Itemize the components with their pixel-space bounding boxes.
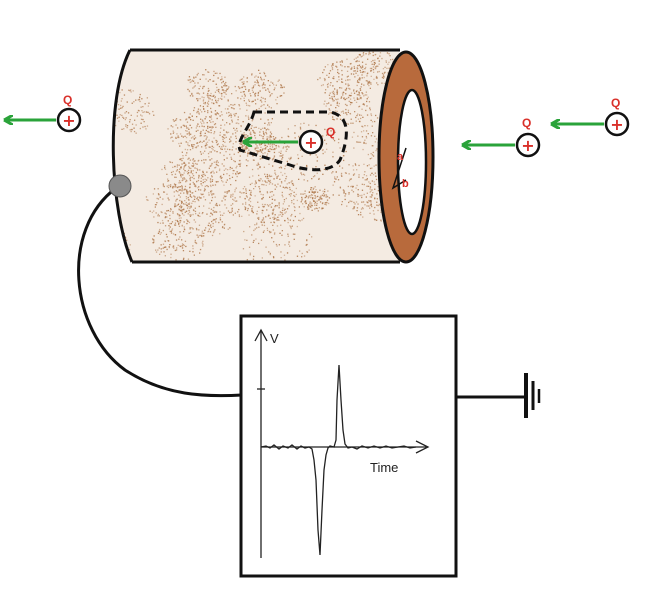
marker-b: b — [402, 178, 409, 190]
positive-charge-icon — [298, 129, 324, 155]
tube-opening: a b — [377, 50, 435, 264]
ground-connection — [456, 373, 541, 418]
sensor-dot — [108, 174, 132, 198]
charge-label: Q — [611, 96, 620, 110]
approaching-charge-far: + Q — [551, 96, 630, 137]
ground-icon — [524, 373, 541, 418]
charge-sign: + — [304, 133, 317, 152]
marker-a: a — [397, 151, 404, 163]
dashed-region — [237, 110, 348, 172]
charge-label: Q — [326, 125, 335, 139]
approaching-charge-near: + Q — [462, 116, 541, 158]
charge-label: Q — [63, 93, 72, 107]
sensor-cable — [77, 186, 243, 398]
inner-charge: + Q — [243, 125, 335, 155]
oscilloscope-frame — [239, 314, 458, 578]
cylinder-tube — [111, 48, 400, 264]
positive-charge-icon — [604, 111, 630, 137]
positive-charge-icon — [515, 132, 541, 158]
inner-wedge — [391, 147, 407, 190]
charge-sign: + — [521, 136, 534, 155]
y-axis-label: V — [270, 331, 279, 346]
charge-label: Q — [522, 116, 531, 130]
positive-charge-icon — [56, 107, 82, 133]
charge-sign: + — [610, 115, 623, 134]
charge-sign: + — [62, 111, 75, 130]
signal-trace — [260, 364, 417, 556]
x-axis-label: Time — [370, 460, 398, 475]
exiting-charge: + Q — [4, 93, 82, 133]
oscilloscope: V Time — [239, 314, 458, 578]
